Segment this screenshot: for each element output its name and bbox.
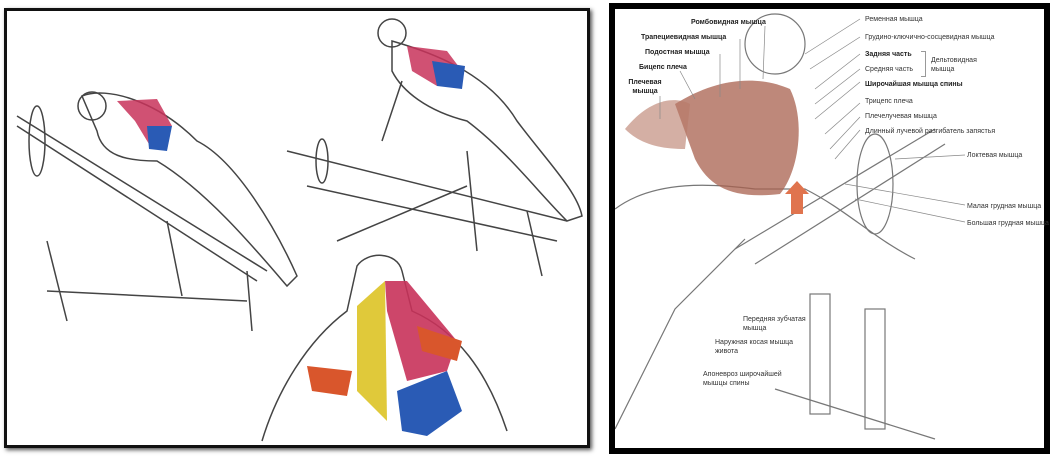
label-anconeus: Локтевая мышца	[967, 152, 1023, 159]
label-rhomboid: Ромбовидная мышца	[691, 19, 766, 26]
back-muscles	[675, 80, 799, 196]
label-splenius: Ременная мышца	[865, 16, 923, 23]
label-pectoralis-minor: Малая грудная мышца	[967, 203, 1042, 210]
label-middle-part: Средняя часть	[865, 66, 914, 73]
label-infraspinatus: Подостная мышца	[645, 49, 710, 56]
deltoid-highlight-back	[417, 326, 462, 361]
anatomy-illustration	[615, 13, 966, 440]
deltoid-bracket	[921, 51, 926, 77]
lat-highlight-back	[397, 371, 462, 436]
arrow-up-icon	[785, 181, 809, 214]
exercise-illustrations	[16, 18, 583, 442]
label-latissimus: Широчайшая мышца спины	[865, 81, 963, 88]
label-extensor-carpi: Длинный лучевой разгибатель запястья	[865, 128, 996, 135]
label-posterior-part: Задняя часть	[865, 51, 912, 58]
label-serratus-anterior: Передняя зубчатая мышца	[743, 316, 806, 332]
label-biceps: Бицепс плеча	[639, 64, 687, 71]
label-external-oblique: Наружная косая мышца живота	[715, 339, 794, 355]
left-illustration-panel	[4, 8, 590, 448]
right-anatomy-panel: Ромбовидная мышца Трапециевидная мышца П…	[609, 3, 1050, 454]
label-brachialis: Плечевая мышца	[628, 79, 662, 95]
lat-highlight-1	[147, 126, 172, 151]
rhomboid-highlight-back	[357, 281, 387, 421]
label-pectoralis-major: Большая грудная мышца	[967, 220, 1049, 227]
label-deltoid: Дельтовидная мышца	[931, 57, 977, 73]
lat-highlight-2	[432, 61, 465, 89]
label-brachioradialis: Плечелучевая мышца	[865, 113, 937, 120]
label-lat-aponeurosis: Апоневроз широчайшей мышцы спины	[703, 371, 782, 387]
infraspinatus-highlight-back	[307, 366, 352, 396]
label-triceps: Трицепс плеча	[865, 98, 913, 105]
label-trapezius: Трапециевидная мышца	[641, 34, 727, 41]
label-sternocleidomastoid: Грудино-ключично-сосцевидная мышца	[865, 34, 995, 41]
arm-muscles	[625, 100, 690, 149]
